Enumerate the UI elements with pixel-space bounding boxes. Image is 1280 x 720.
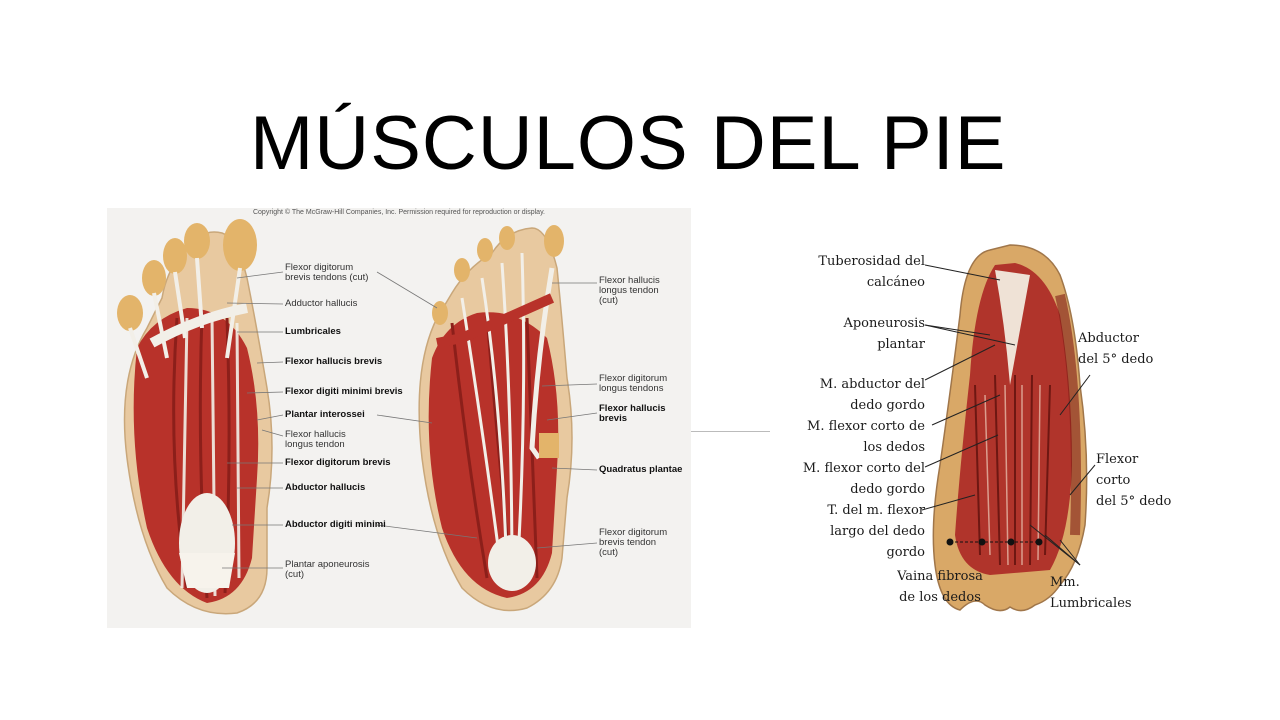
label-flexor-digiti-minimi-brevis: Flexor digiti minimi brevis [285, 386, 403, 397]
label-plantar-aponeurosis: Plantar aponeurosis(cut) [285, 559, 370, 580]
label-abductor-hallucis: Abductor hallucis [285, 482, 366, 493]
leader-lines-left [222, 271, 478, 569]
label-quadratus-plantae: Quadratus plantae [599, 464, 683, 475]
slide-title: MÚSCULOS DEL PIE [250, 101, 1007, 186]
label-lumbricales: Lumbricales [285, 326, 341, 337]
plantar-muscles-illustration: Copyright © The McGraw-Hill Companies, I… [107, 208, 691, 628]
superficial-foot [117, 219, 273, 615]
copyright-notice: Copyright © The McGraw-Hill Companies, I… [252, 209, 545, 216]
label-abductor-digiti-minimi: Abductor digiti minimi [285, 519, 386, 530]
deep-foot [418, 225, 573, 612]
engraving-drawing [921, 244, 1096, 612]
label-plantar-interossei: Plantar interossei [285, 409, 365, 420]
feet-drawing [117, 219, 598, 615]
leader-lines-right [536, 282, 598, 549]
label-flexor-digitorum-brevis: Flexor digitorum brevis [285, 457, 391, 468]
label-lumbricales-es: Mm.Lumbricales [1050, 575, 1132, 611]
label-adductor-hallucis: Adductor hallucis [285, 298, 358, 309]
label-flexor-hallucis-brevis: Flexor hallucis brevis [285, 356, 383, 367]
connector-line [691, 431, 770, 432]
